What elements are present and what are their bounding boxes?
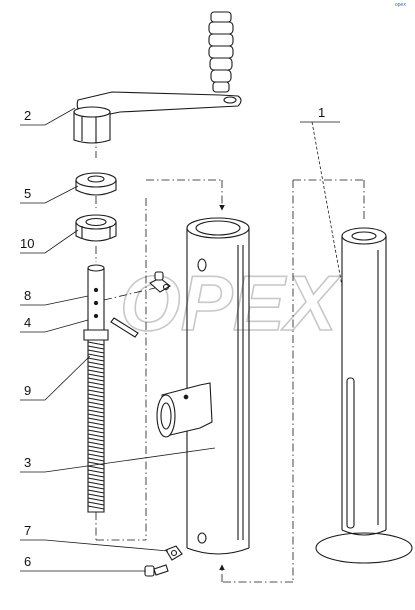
callout-7: 7	[24, 523, 31, 538]
screw-spindle-4	[83, 264, 109, 513]
nut-7	[165, 545, 183, 561]
callout-leaders	[20, 107, 343, 572]
corner-mark: opex	[395, 2, 406, 8]
grease-nipple-8	[149, 271, 171, 293]
bearing-10	[75, 214, 117, 242]
callout-6: 6	[24, 554, 31, 569]
callout-3: 3	[24, 455, 31, 470]
housing-tube-3	[156, 217, 250, 555]
assembly-guides	[95, 120, 365, 583]
callout-2: 2	[24, 108, 31, 123]
callout-5: 5	[24, 186, 31, 201]
crank-handle	[73, 11, 242, 144]
callout-8: 8	[24, 288, 31, 303]
callout-1: 1	[318, 105, 325, 120]
bearing-ring-5	[75, 172, 117, 196]
callout-4: 4	[24, 315, 31, 330]
pin-9	[110, 317, 139, 338]
bolt-6	[144, 564, 169, 577]
watermark: OPEX	[120, 259, 341, 347]
callout-10: 10	[20, 236, 34, 251]
callout-9: 9	[24, 383, 31, 398]
